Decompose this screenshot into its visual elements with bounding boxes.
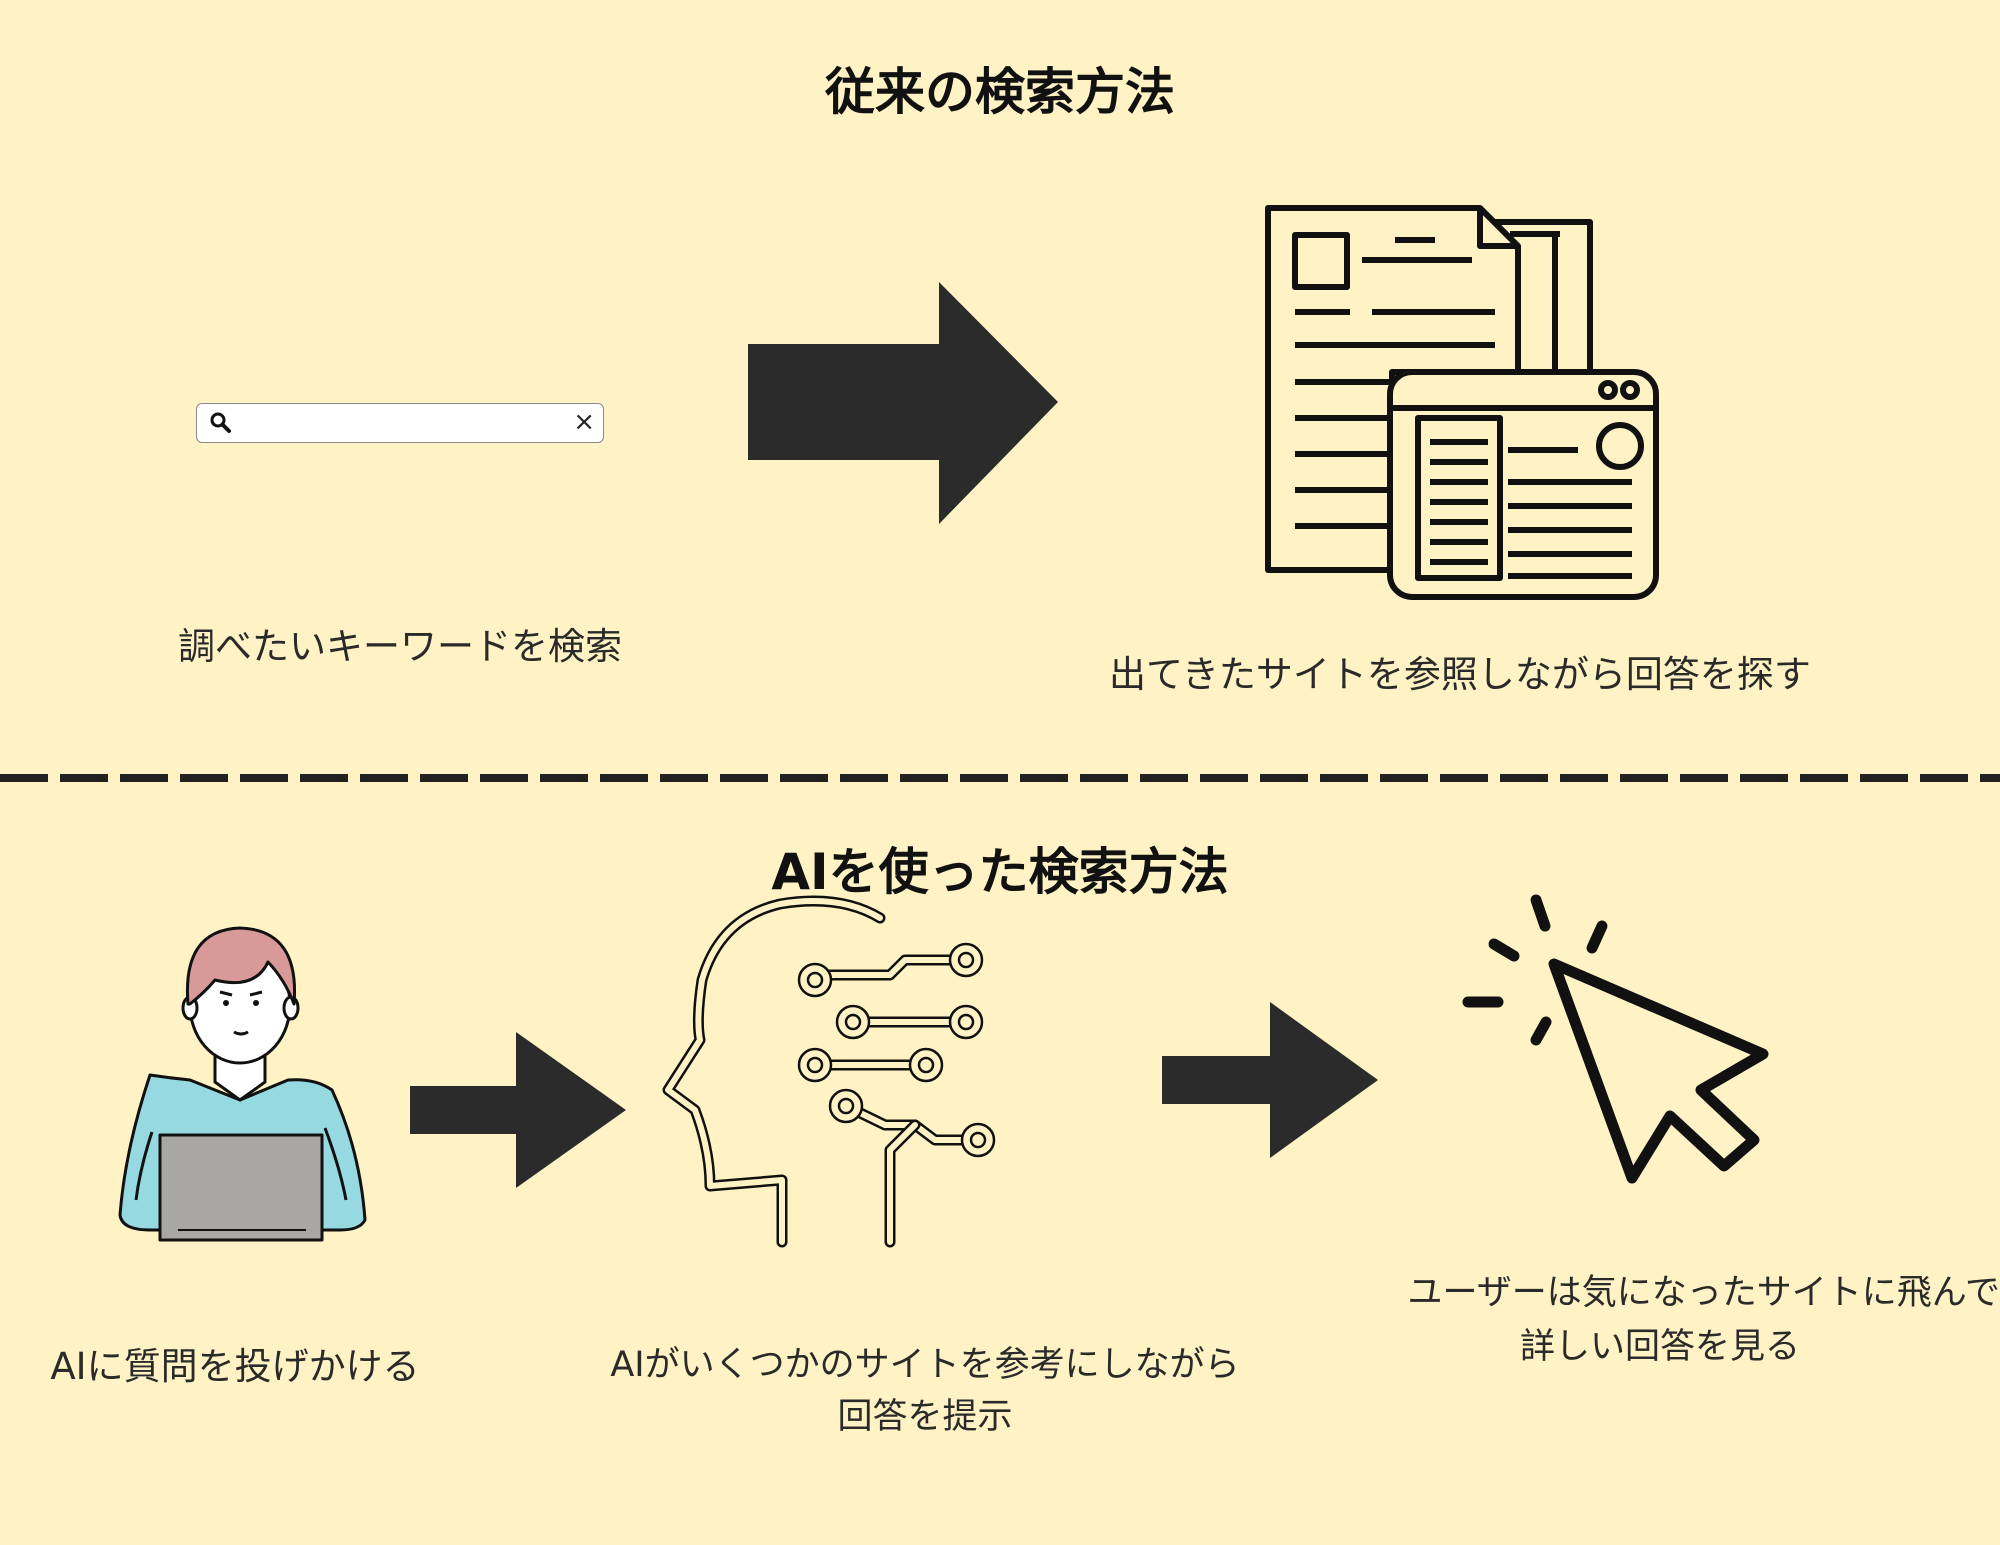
traditional-section-title: 従来の検索方法: [825, 63, 1175, 121]
search-icon: [210, 412, 231, 433]
arrow-right-icon: [748, 282, 1058, 524]
cursor-click-icon: [1462, 894, 1769, 1184]
traditional-step2-caption: 出てきたサイトを参照しながら回答を探す: [1109, 653, 1811, 696]
ai-step3-caption-line2: 詳しい回答を見る: [1519, 1327, 1800, 1367]
section-divider: [0, 774, 2000, 782]
person-laptop-icon: [118, 926, 367, 1242]
arrow-right-icon: [1162, 1002, 1378, 1158]
ai-step1-caption: AIに質問を投げかける: [50, 1345, 420, 1388]
documents-browser-icon: [1265, 205, 1659, 600]
close-icon[interactable]: ×: [573, 407, 595, 437]
arrow-right-icon: [410, 1032, 626, 1188]
ai-step3-caption-line1: ユーザーは気になったサイトに飛んで: [1407, 1273, 2000, 1313]
ai-step2-caption-line2: 回答を提示: [837, 1397, 1013, 1437]
ai-head-circuit-icon: [662, 895, 996, 1248]
ai-step2-caption-line1: AIがいくつかのサイトを参考にしながら: [610, 1345, 1240, 1385]
search-bar[interactable]: ×: [196, 403, 604, 443]
ai-section-title: AIを使った検索方法: [771, 843, 1229, 901]
traditional-step1-caption: 調べたいキーワードを検索: [178, 625, 622, 668]
